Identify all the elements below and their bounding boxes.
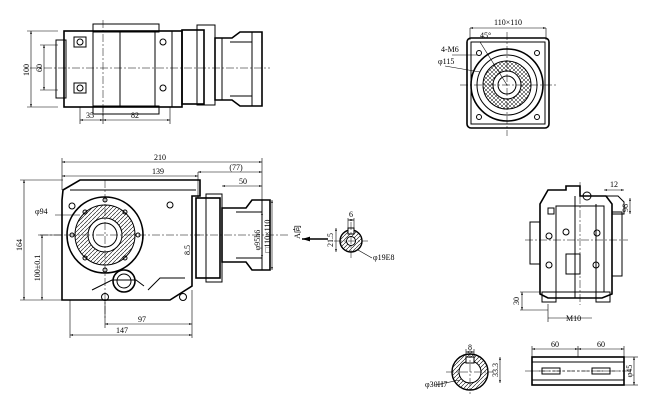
front-view-label: A向: [292, 225, 302, 239]
top-view-dim-height-inner: 60: [35, 64, 44, 72]
front-view: 210 139 (77) 50 φ94 164 100±0.1 8.5 φ95h…: [15, 153, 328, 338]
shaft-section: 6 21.5 φ19E8: [326, 210, 395, 262]
flange-dim-square: 110×110: [494, 18, 522, 27]
front-dim-total-length: 210: [154, 153, 166, 162]
front-dim-total-height: 164: [15, 239, 24, 251]
flange-dim-angle: 45°: [480, 31, 491, 40]
hollow-dim-bore-dia: φ30H7: [425, 380, 447, 389]
side-view: 12 96 30 M10: [512, 180, 631, 323]
top-view-dim-bottom-right: 82: [131, 111, 139, 120]
front-view-housing: [61, 179, 201, 301]
top-view-dim-height-outer: 100: [22, 64, 31, 76]
side-dim-top: 12: [610, 180, 618, 189]
side-dim-thread: M10: [566, 314, 581, 323]
top-view-dim-bottom-left: 35: [86, 111, 94, 120]
front-dim-pilot: φ95h6: [253, 230, 262, 251]
front-dim-body-length: 139: [152, 167, 164, 176]
side-view-housing: [539, 185, 613, 299]
front-dim-motor-ref: (77): [229, 163, 243, 172]
shaft-dim-key-width: 6: [349, 210, 353, 219]
output-shaft: 60 60 φ45: [525, 340, 638, 386]
flange-dim-bolts: 4-M6: [441, 45, 459, 54]
front-dim-flange-thk: 50: [239, 177, 247, 186]
side-dim-right: 96: [621, 204, 630, 212]
output-dim-right: 60: [597, 340, 605, 349]
flange-view: 110×110 4-M6 φ115 45°: [438, 18, 556, 136]
flange-dim-pcd: φ115: [438, 57, 454, 66]
output-dim-left: 60: [551, 340, 559, 349]
hollow-shaft-section: 8 33.3 φ30H7: [425, 343, 501, 394]
side-dim-foot: 30: [512, 297, 521, 305]
front-dim-base-inner: 97: [138, 315, 146, 324]
top-view-body: [63, 30, 183, 108]
hollow-dim-key-width: 8: [468, 343, 472, 352]
output-dim-dia: φ45: [625, 365, 634, 378]
shaft-dim-key-height: 21.5: [326, 233, 335, 247]
shaft-dim-dia: φ19E8: [373, 253, 395, 262]
front-dim-flange-sq: □110×110: [263, 220, 272, 253]
front-dim-center-height: 100±0.1: [33, 255, 42, 281]
front-dim-bore-dia: φ94: [35, 207, 48, 216]
top-view: 100 60 35 82: [22, 20, 270, 124]
hollow-dim-depth: 33.3: [491, 363, 500, 377]
front-dim-base-total: 147: [116, 326, 128, 335]
front-dim-offset: 8.5: [183, 245, 192, 255]
